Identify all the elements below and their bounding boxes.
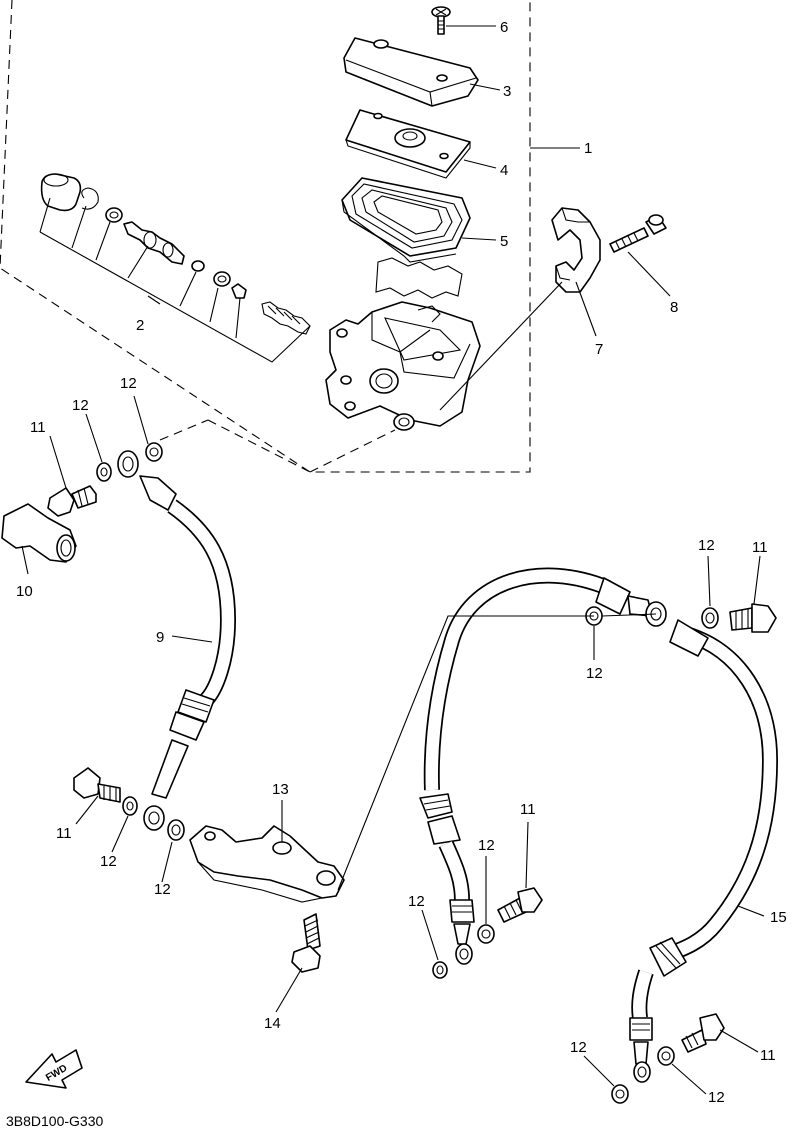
callout-leaders bbox=[21, 25, 765, 1095]
callout-15: 15 bbox=[770, 909, 787, 926]
callout-11-left: 11 bbox=[56, 825, 72, 842]
mid-washer bbox=[477, 924, 495, 944]
joint-bolt bbox=[291, 913, 321, 973]
upper-washer-b bbox=[145, 442, 163, 462]
callout-7: 7 bbox=[595, 341, 603, 358]
lower-right-washer-a bbox=[657, 1046, 675, 1066]
diaphragm-plate bbox=[345, 109, 471, 179]
upper-washer-a bbox=[96, 462, 112, 482]
callout-12-lower-b: 12 bbox=[708, 1089, 725, 1106]
routing-lines bbox=[337, 281, 657, 891]
upper-brake-hose bbox=[117, 450, 237, 831]
left-washer-a bbox=[122, 796, 138, 816]
holder-bolt bbox=[609, 214, 667, 253]
callout-12-upper-b: 12 bbox=[120, 375, 137, 392]
callout-12-lower-a: 12 bbox=[570, 1039, 587, 1056]
lower-right-banjo-bolt bbox=[681, 1013, 725, 1053]
master-cylinder-holder bbox=[551, 207, 601, 293]
callout-11-upper-right: 11 bbox=[752, 539, 768, 556]
callout-14: 14 bbox=[264, 1015, 281, 1032]
mid-banjo-bolt bbox=[497, 887, 543, 923]
callout-5: 5 bbox=[500, 233, 508, 250]
master-cylinder-body bbox=[325, 301, 481, 431]
callout-11-upper: 11 bbox=[30, 419, 46, 436]
upper-right-banjo-bolt bbox=[729, 603, 777, 633]
callout-12-upper-right: 12 bbox=[698, 537, 715, 554]
upper-banjo-bolt bbox=[47, 485, 97, 517]
callout-11-mid: 11 bbox=[520, 801, 536, 818]
reservoir-cap-screw bbox=[431, 6, 451, 35]
callout-12-mid: 12 bbox=[478, 837, 495, 854]
lower-brake-hose-right bbox=[629, 619, 779, 1083]
brake-hose-joint bbox=[189, 825, 345, 903]
callout-12-upper-a: 12 bbox=[72, 397, 89, 414]
callout-10: 10 bbox=[16, 583, 33, 600]
callout-1: 1 bbox=[584, 140, 592, 157]
piston-kit bbox=[39, 173, 311, 363]
callout-12-mid-lower: 12 bbox=[408, 893, 425, 910]
callout-labels: 6 3 4 5 1 7 8 2 12 12 11 10 9 11 12 12 1… bbox=[16, 19, 787, 1106]
callout-13: 13 bbox=[272, 781, 289, 798]
callout-8: 8 bbox=[670, 299, 678, 316]
callout-12-left-a: 12 bbox=[100, 853, 117, 870]
left-banjo-bolt bbox=[73, 767, 121, 803]
callout-4: 4 bbox=[500, 162, 508, 179]
reservoir-cap bbox=[343, 37, 479, 107]
callout-12-left-b: 12 bbox=[154, 881, 171, 898]
callout-11-lower: 11 bbox=[760, 1047, 776, 1064]
callout-12-center: 12 bbox=[586, 665, 603, 682]
diagram-code: 3B8D100-G330 bbox=[6, 1113, 104, 1129]
reservoir-gasket bbox=[375, 257, 463, 299]
callout-9: 9 bbox=[156, 629, 164, 646]
lower-brake-hose-left bbox=[419, 567, 667, 965]
lower-right-washer-b bbox=[611, 1084, 629, 1104]
mid-lower-washer bbox=[432, 961, 448, 979]
master-cylinder-assembly-boundary bbox=[0, 0, 531, 473]
reservoir-diaphragm bbox=[341, 177, 471, 263]
callout-2: 2 bbox=[136, 317, 144, 334]
banjo-cap bbox=[1, 503, 77, 563]
left-washer-b bbox=[167, 819, 185, 841]
callout-6: 6 bbox=[500, 19, 508, 36]
upper-right-washer bbox=[701, 607, 719, 629]
forward-arrow-icon: FWD bbox=[25, 1049, 83, 1089]
callout-3: 3 bbox=[503, 83, 511, 100]
